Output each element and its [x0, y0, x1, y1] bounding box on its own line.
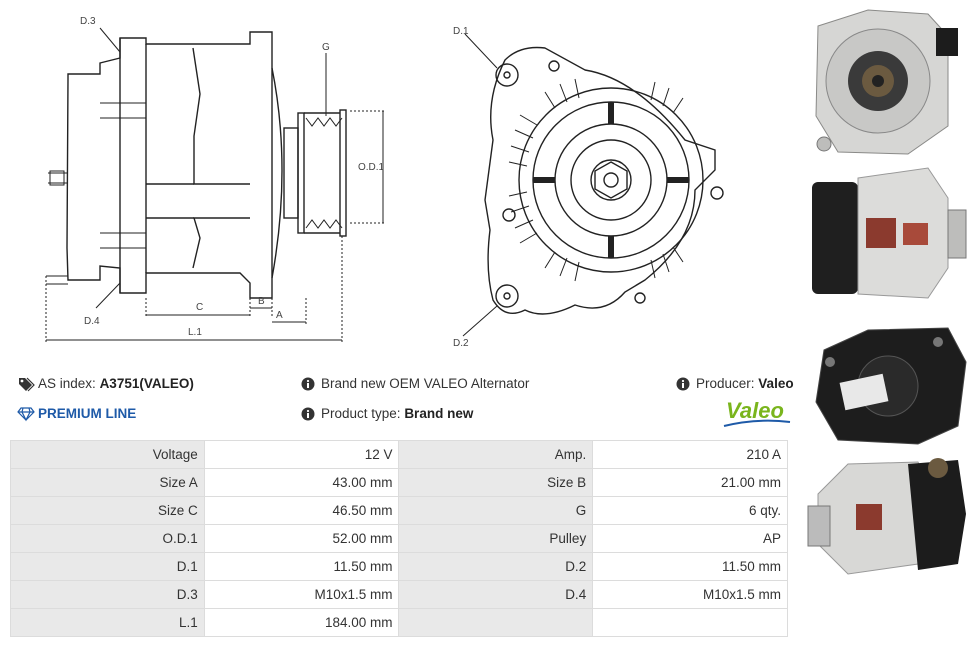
spec-value: M10x1.5 mm	[592, 580, 788, 609]
spec-label: Size B	[398, 468, 594, 497]
spec-value: AP	[592, 524, 788, 553]
producer-value: Valeo	[758, 376, 794, 391]
spec-value: 52.00 mm	[203, 524, 400, 553]
spec-value: 11.50 mm	[203, 552, 400, 581]
description-text: Brand new OEM VALEO Alternator	[321, 376, 530, 391]
product-type-value: Brand new	[404, 406, 474, 421]
premium-line-row: PREMIUM LINE	[17, 406, 137, 421]
spec-value: 43.00 mm	[203, 468, 400, 497]
valeo-logo: Valeo	[722, 396, 792, 430]
spec-label: D.2	[398, 552, 594, 581]
product-photo-rear[interactable]	[808, 322, 970, 446]
spec-value: 21.00 mm	[592, 468, 788, 497]
info-icon	[301, 377, 315, 391]
svg-text:Valeo: Valeo	[726, 398, 784, 423]
as-index-value: A3751(VALEO)	[99, 376, 194, 391]
product-photo-side[interactable]	[808, 158, 970, 306]
label-l1: L.1	[188, 327, 202, 338]
label-a: A	[276, 310, 283, 321]
spec-value: M10x1.5 mm	[203, 580, 400, 609]
spec-value: 210 A	[592, 440, 788, 469]
housing-outline	[66, 31, 273, 299]
label-c: C	[196, 302, 203, 313]
spec-label: O.D.1	[10, 524, 205, 553]
spec-label: Pulley	[398, 524, 594, 553]
tag-icon	[18, 377, 35, 391]
spec-label: L.1	[10, 608, 205, 637]
diamond-icon	[17, 406, 35, 421]
product-type-label: Product type:	[321, 406, 401, 421]
label-od1: O.D.1	[358, 162, 385, 173]
front-view-drawing: D.1 D.2	[445, 20, 745, 350]
producer-label: Producer:	[696, 376, 755, 391]
info-icon	[676, 377, 690, 391]
spec-label: Amp.	[398, 440, 594, 469]
info-icon	[301, 407, 315, 421]
spec-label: Size A	[10, 468, 205, 497]
description-row: Brand new OEM VALEO Alternator	[301, 376, 529, 391]
spec-value: 6 qty.	[592, 496, 788, 525]
side-view-drawing: D.3 D.4 G O.D.1 C B A L.1	[40, 8, 385, 353]
product-photo-angle[interactable]	[807, 454, 970, 584]
spec-value: 11.50 mm	[592, 552, 788, 581]
spec-value: 12 V	[203, 440, 400, 469]
product-photo-front[interactable]	[808, 6, 970, 158]
spec-label: D.4	[398, 580, 594, 609]
spec-label: D.1	[10, 552, 205, 581]
spec-label: G	[398, 496, 594, 525]
label-d1: D.1	[453, 26, 469, 37]
spec-label: Voltage	[10, 440, 205, 469]
label-b: B	[258, 296, 265, 307]
label-d4: D.4	[84, 316, 100, 327]
label-d2: D.2	[453, 338, 469, 349]
producer-row: Producer: Valeo	[676, 376, 794, 391]
spec-value: 184.00 mm	[203, 608, 400, 637]
spec-label	[398, 608, 594, 637]
spec-label: Size C	[10, 496, 205, 525]
as-index-row: AS index: A3751(VALEO)	[18, 376, 194, 391]
as-index-label: AS index:	[38, 376, 96, 391]
spec-label: D.3	[10, 580, 205, 609]
spec-value	[592, 608, 788, 637]
product-type-row: Product type: Brand new	[301, 406, 473, 421]
spec-value: 46.50 mm	[203, 496, 400, 525]
premium-line-label: PREMIUM LINE	[38, 406, 137, 421]
label-d3: D.3	[80, 16, 96, 27]
label-g: G	[322, 42, 330, 53]
